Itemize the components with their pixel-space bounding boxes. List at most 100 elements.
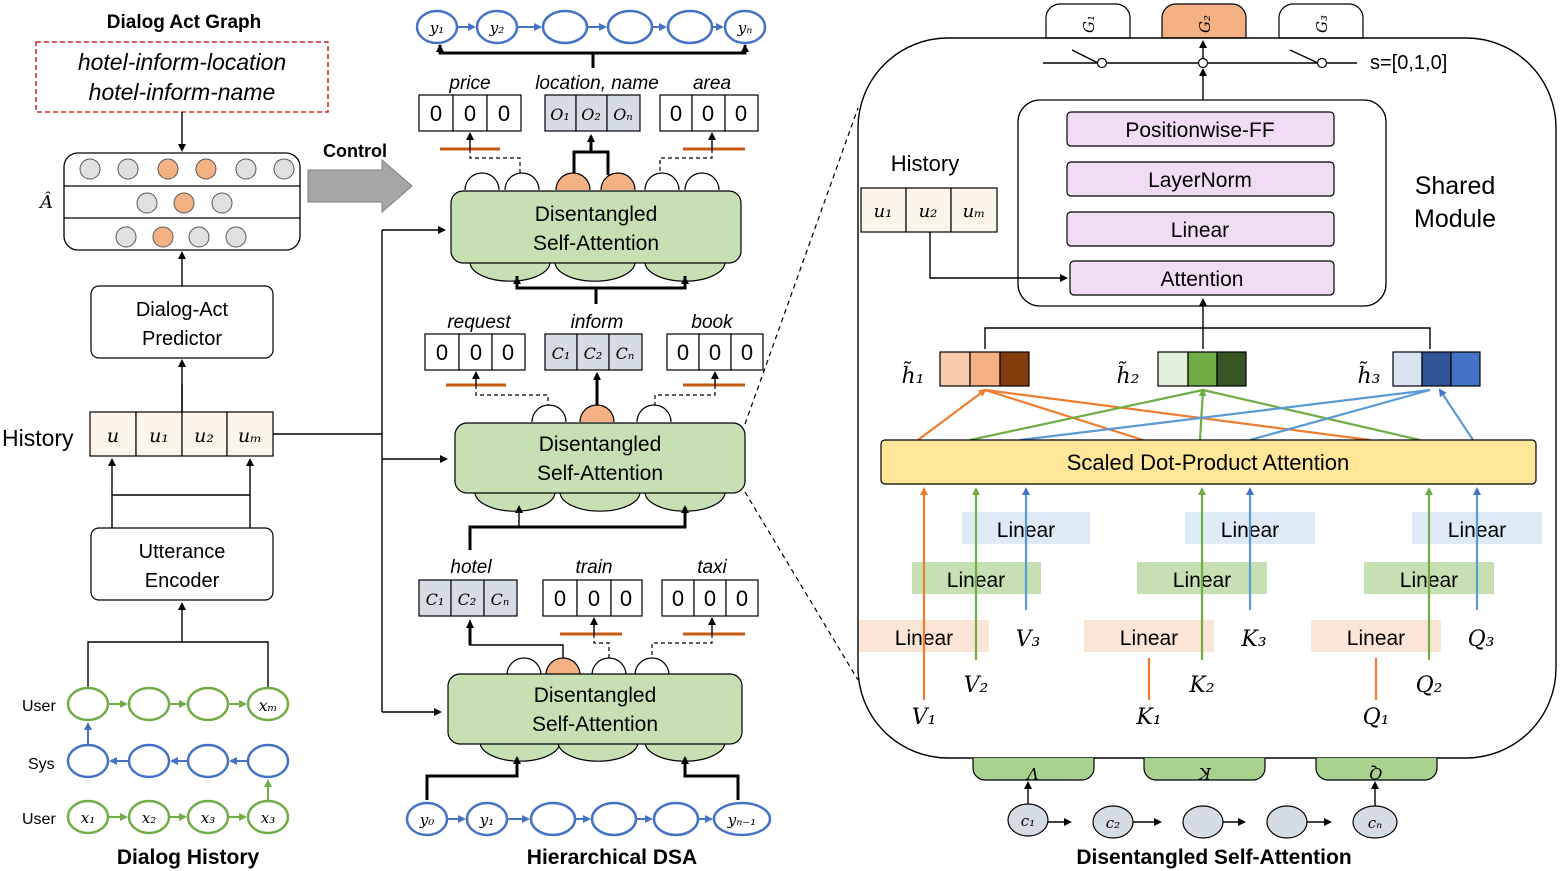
a-hat-label: Â [38, 190, 53, 213]
label-book: book [691, 312, 734, 333]
mid-request-cells: 0 0 0 [424, 333, 526, 371]
label-inform: inform [571, 312, 624, 333]
history-cell: u₁ [149, 425, 169, 447]
dsa-block-bottom: Disentangled Self-Attention [447, 657, 743, 762]
gate-label: G₃ [1313, 15, 1331, 33]
history-label: History [2, 425, 74, 451]
caption-dialog-history: Dialog History [117, 846, 260, 869]
sdpa-bar [880, 439, 1537, 485]
context-token: cₙ [1368, 814, 1382, 832]
zero-cell: 0 [470, 340, 482, 365]
predictor-line-2: Predictor [142, 328, 222, 350]
stack-positionwise-ff: Positionwise-FF [1125, 119, 1274, 142]
dsa-label: Disentangled [539, 433, 662, 456]
stack-layernorm: LayerNorm [1148, 169, 1252, 192]
token-xm: xₘ [259, 696, 278, 715]
input-q1: Q₁ [1363, 705, 1390, 730]
h-vector-1 [939, 351, 1030, 387]
dsa-label: Self-Attention [537, 462, 663, 485]
sdpa-label: Scaled Dot-Product Attention [1067, 450, 1350, 475]
row-label-user: User [22, 698, 56, 715]
dsa-detail-panel: G₁ G₂ G₃ s=[0,1,0] Shared Module Posit [857, 3, 1557, 869]
stack-attention: Attention [1161, 268, 1244, 291]
output-token-chain: y₁ y₂ yₙ [415, 9, 767, 45]
history-cell: u [107, 425, 119, 447]
dag-title: Dialog Act Graph [107, 12, 261, 33]
hierarchical-dsa-panel: y₁ y₂ yₙ price location, name area 0 0 0… [405, 9, 772, 869]
h-vector-3 [1392, 351, 1481, 387]
input-token-chain: y₀ y₁ yₙ₋₁ [405, 801, 772, 837]
gate-tabs: G₁ G₂ G₃ [1045, 3, 1364, 39]
label-location-name: location, name [535, 73, 659, 94]
zero-cell: 0 [672, 586, 684, 611]
zero-cell: 0 [554, 586, 566, 611]
encoder-line-1: Utterance [139, 541, 226, 563]
bot-taxi-cells: 0 0 0 [661, 579, 759, 617]
label-price: price [448, 73, 490, 94]
stack-linear: Linear [1171, 219, 1229, 242]
control-arrow [307, 158, 413, 214]
bot-slot-cells: C₁ C₂ Cₙ [418, 579, 518, 617]
user-row-bottom: x₁ x₂ x₃ x₃ [66, 779, 290, 835]
dialog-act-predictor [90, 285, 274, 359]
label-train: train [576, 557, 613, 578]
zero-cell: 0 [620, 586, 632, 611]
slot-cell: C₁ [552, 344, 571, 363]
linear-label: Linear [1347, 627, 1405, 650]
bot-train-cells: 0 0 0 [542, 579, 643, 617]
slot-cell: C₂ [584, 344, 603, 363]
context-token: c₂ [1106, 814, 1120, 832]
mid-book-cells: 0 0 0 [666, 333, 764, 371]
zero-cell: 0 [702, 101, 714, 126]
output-token: y₁ [429, 19, 445, 37]
utterance-encoder [90, 527, 274, 601]
history-cells: u u₁ u₂ uₘ [89, 411, 274, 457]
tab-v: V [1026, 764, 1039, 783]
shared-module-box [1017, 99, 1387, 307]
zero-cell: 0 [709, 340, 721, 365]
context-token-chain: c₁ c₂ cₙ [1007, 781, 1398, 839]
input-q3: Q₃ [1468, 627, 1495, 652]
token-x: x₁ [81, 809, 95, 827]
right-history-cells: u₁ u₂ uₘ [860, 187, 998, 233]
h-tilde-2: h̃₂ [1117, 362, 1140, 389]
right-history-label: History [891, 151, 959, 176]
caption-dsa: Disentangled Self-Attention [1076, 846, 1351, 869]
dsa-block-top: Disentangled Self-Attention [450, 172, 742, 282]
slot-cell: O₂ [581, 105, 601, 124]
input-k3: K₃ [1240, 627, 1266, 652]
h-tilde-1: h̃₁ [902, 362, 925, 389]
history-cell: u₁ [874, 201, 893, 222]
input-token: yₙ₋₁ [727, 811, 756, 829]
token-x: x₃ [201, 809, 215, 827]
encoder-line-2: Encoder [145, 570, 220, 592]
slot-cell: C₂ [458, 590, 477, 609]
label-area: area [693, 73, 731, 94]
tab-q: Q [1369, 764, 1382, 783]
history-cell: uₘ [963, 201, 986, 222]
zero-cell: 0 [670, 101, 682, 126]
top-area-cells: 0 0 0 [659, 94, 759, 132]
zero-cell: 0 [677, 340, 689, 365]
input-k2: K₂ [1188, 673, 1214, 698]
dsa-label: Self-Attention [532, 713, 658, 736]
history-cell: u₂ [919, 201, 938, 222]
input-v3: V₃ [1016, 627, 1041, 652]
output-token: y₂ [489, 19, 505, 37]
dsa-label: Disentangled [535, 203, 658, 226]
zero-cell: 0 [588, 586, 600, 611]
gate-label: G₁ [1080, 15, 1098, 33]
output-token: yₙ [737, 19, 753, 37]
slot-cell: Cₙ [491, 590, 510, 609]
dialog-history-panel: Dialog Act Graph hotel-inform-location h… [2, 12, 413, 869]
slot-cell: Cₙ [616, 344, 635, 363]
zero-cell: 0 [464, 101, 476, 126]
history-connectors [273, 226, 448, 716]
mid-slot-cells: C₁ C₂ Cₙ [544, 333, 643, 371]
row-label-sys: Sys [28, 756, 55, 773]
vkq-tabs: V K Q [972, 758, 1438, 783]
zero-cell: 0 [502, 340, 514, 365]
gate-switches [1043, 40, 1357, 100]
history-cell: u₂ [194, 425, 214, 447]
